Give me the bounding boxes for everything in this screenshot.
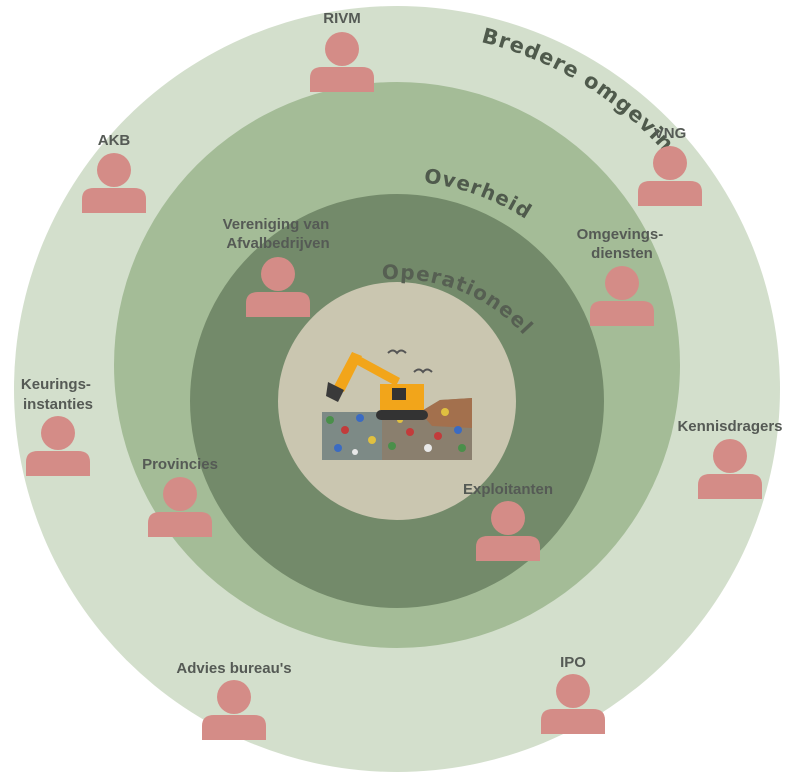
person-icon [698,439,762,499]
person-icon [310,32,374,92]
bird-icon [387,349,407,355]
person-icon [148,477,212,537]
person-icon [590,266,654,326]
stakeholder-label: RIVM [323,10,361,27]
stakeholder-label: Kennisdragers [677,418,782,435]
stakeholder-vng: VNG [638,125,702,206]
stakeholder-rivm: RIVM [310,10,374,92]
stakeholder-label: IPO [560,654,586,671]
stakeholder-label: Advies bureau's [176,660,291,677]
stakeholder-label: Omgevings- diensten [577,226,668,262]
person-icon [246,257,310,317]
stakeholder-label: Exploitanten [463,481,553,498]
person-icon [476,501,540,561]
stakeholder-keuringsinstanties: Keurings- instanties [21,376,95,476]
stakeholder-label: Provincies [142,456,218,473]
person-icon [202,680,266,740]
stakeholder-vereniging-van-afvalbedrijven: Vereniging van Afvalbedrijven [223,216,334,317]
person-icon [26,416,90,476]
person-icon [541,674,605,734]
stakeholder-provincies: Provincies [142,456,218,537]
person-icon [638,146,702,206]
stakeholder-advies-bureaus: Advies bureau's [176,660,292,740]
stakeholder-omgevingsdiensten: Omgevings- diensten [577,226,668,326]
stakeholder-exploitanten: Exploitanten [463,481,553,561]
stakeholder-label: Keurings- instanties [21,376,95,413]
stakeholder-label: VNG [654,125,687,142]
stakeholder-ipo: IPO [541,654,605,734]
bird-icon [413,368,433,374]
stakeholder-kennisdragers: Kennisdragers [677,418,783,499]
stakeholder-akb: AKB [82,132,146,213]
stakeholder-label: Vereniging van Afvalbedrijven [223,216,334,252]
landfill-excavator-icon [322,349,472,460]
stakeholder-label: AKB [98,132,131,149]
person-icon [82,153,146,213]
